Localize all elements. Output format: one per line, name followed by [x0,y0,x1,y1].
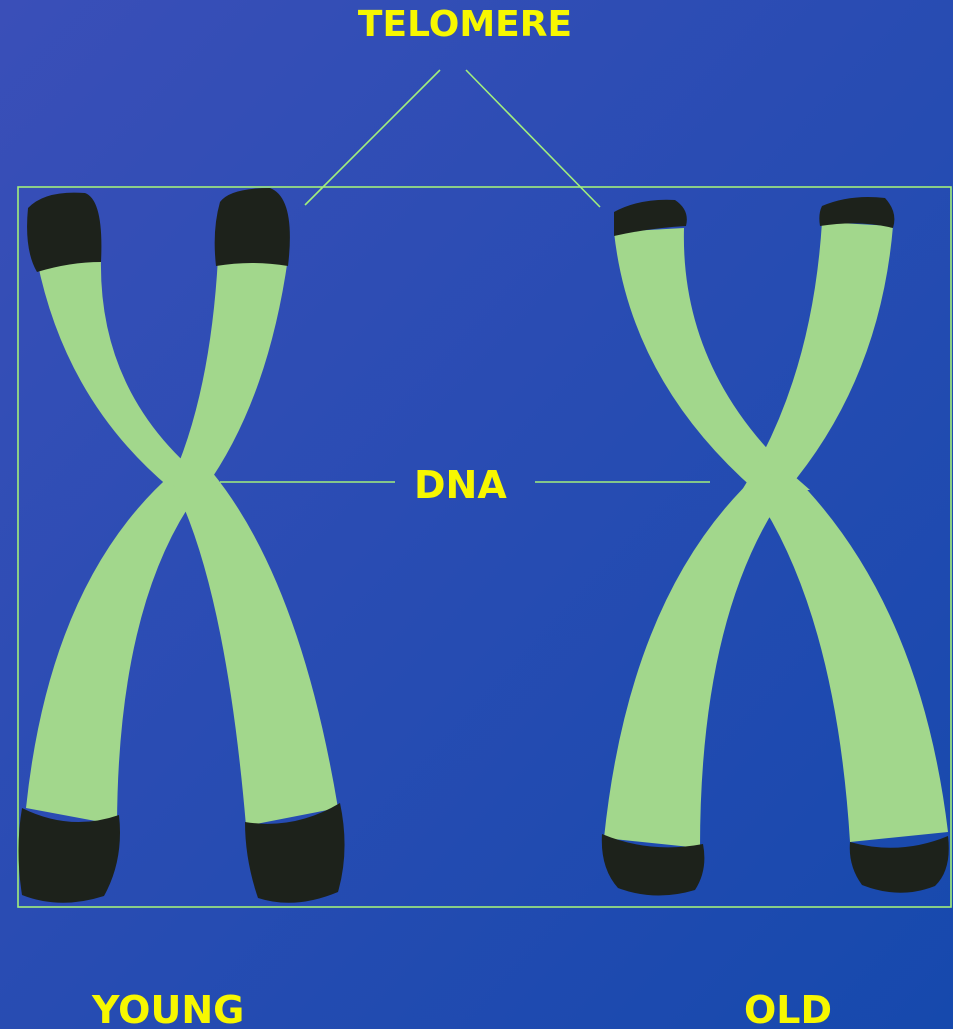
young-telomere-top-right [215,188,290,266]
young-telomere-top-left [27,193,101,272]
dna-label: DNA [414,466,507,504]
young-telomere-bottom-left [19,808,121,903]
telomere-label: TELOMERE [0,7,930,43]
old-label: OLD [744,991,832,1029]
young-label: YOUNG [92,991,244,1029]
